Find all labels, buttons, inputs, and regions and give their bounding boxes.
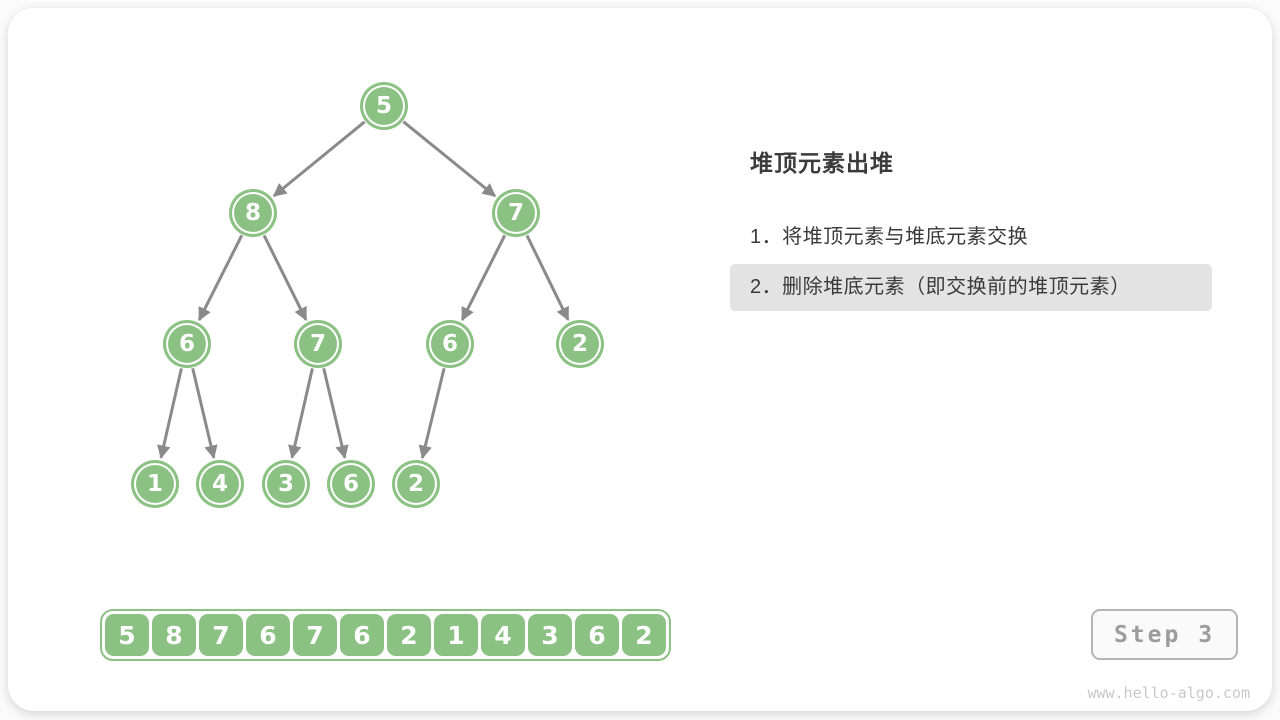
array-cell: 1 (434, 614, 478, 656)
watermark: www.hello-algo.com (1087, 684, 1250, 702)
tree-node: 7 (294, 320, 342, 368)
array-cell: 4 (481, 614, 525, 656)
tree-node: 2 (556, 320, 604, 368)
array-cell: 3 (528, 614, 572, 656)
tree-node-root: 5 (360, 82, 408, 130)
heap-array: 5 8 7 6 7 6 2 1 4 3 6 2 (100, 609, 671, 661)
array-cell: 6 (340, 614, 384, 656)
tree-node: 2 (392, 460, 440, 508)
array-cell: 5 (105, 614, 149, 656)
step-item-1: 1．将堆顶元素与堆底元素交换 (750, 226, 1029, 248)
tree-edges (157, 120, 570, 460)
tree-node: 6 (426, 320, 474, 368)
step-badge-label: Step 3 (1113, 621, 1216, 648)
array-cell: 7 (293, 614, 337, 656)
array-cell: 6 (575, 614, 619, 656)
tree-node: 6 (163, 320, 211, 368)
tree-node: 4 (196, 460, 244, 508)
array-cell: 6 (246, 614, 290, 656)
tree-node: 3 (262, 460, 310, 508)
slide-card: 5 8 7 6 7 6 2 1 4 3 6 2 堆顶元素出堆 1．将堆顶元素与堆… (8, 8, 1272, 711)
array-cell: 8 (152, 614, 196, 656)
array-cell: 7 (199, 614, 243, 656)
tree-node: 8 (229, 189, 277, 237)
array-cell: 2 (622, 614, 666, 656)
array-cell: 2 (387, 614, 431, 656)
tree-node: 6 (327, 460, 375, 508)
tree-node: 1 (131, 460, 179, 508)
panel-title: 堆顶元素出堆 (750, 150, 894, 176)
tree-node: 7 (492, 189, 540, 237)
step-badge: Step 3 (1091, 609, 1238, 660)
step-item-2-highlighted: 2．删除堆底元素（即交换前的堆顶元素） (730, 264, 1212, 311)
